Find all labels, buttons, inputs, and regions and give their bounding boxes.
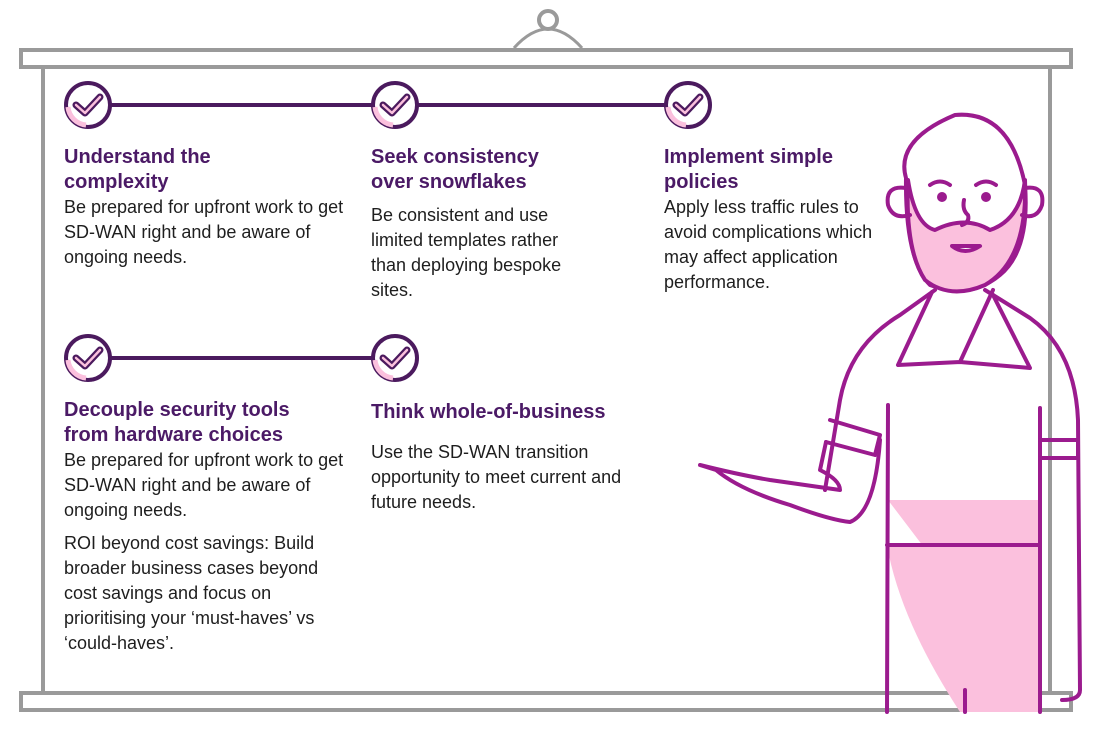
- item-body: Be consistent and use limited templates …: [371, 205, 562, 300]
- item-whole-of-business: Think whole-of-business Use the SD-WAN t…: [371, 400, 646, 515]
- item-body-roi: ROI beyond cost savings: Build broader b…: [64, 533, 319, 653]
- item-title: Think whole-of-business: [371, 401, 606, 423]
- check-circle-icon: [64, 81, 112, 129]
- check-circle-icon: [664, 81, 712, 129]
- check-circle-icon: [371, 334, 419, 382]
- whiteboard-frame: [19, 9, 1073, 712]
- check-circle-icon: [371, 81, 419, 129]
- item-body: Apply less traffic rules to avoid compli…: [664, 197, 873, 292]
- item-body: Use the SD-WAN transition opportunity to…: [371, 442, 622, 512]
- item-body: Be prepared for upfront work to get SD-W…: [64, 450, 344, 520]
- check-circle-icon: [64, 334, 112, 382]
- item-body: Be prepared for upfront work to get SD-W…: [64, 197, 344, 267]
- presenter-character: [698, 112, 1082, 714]
